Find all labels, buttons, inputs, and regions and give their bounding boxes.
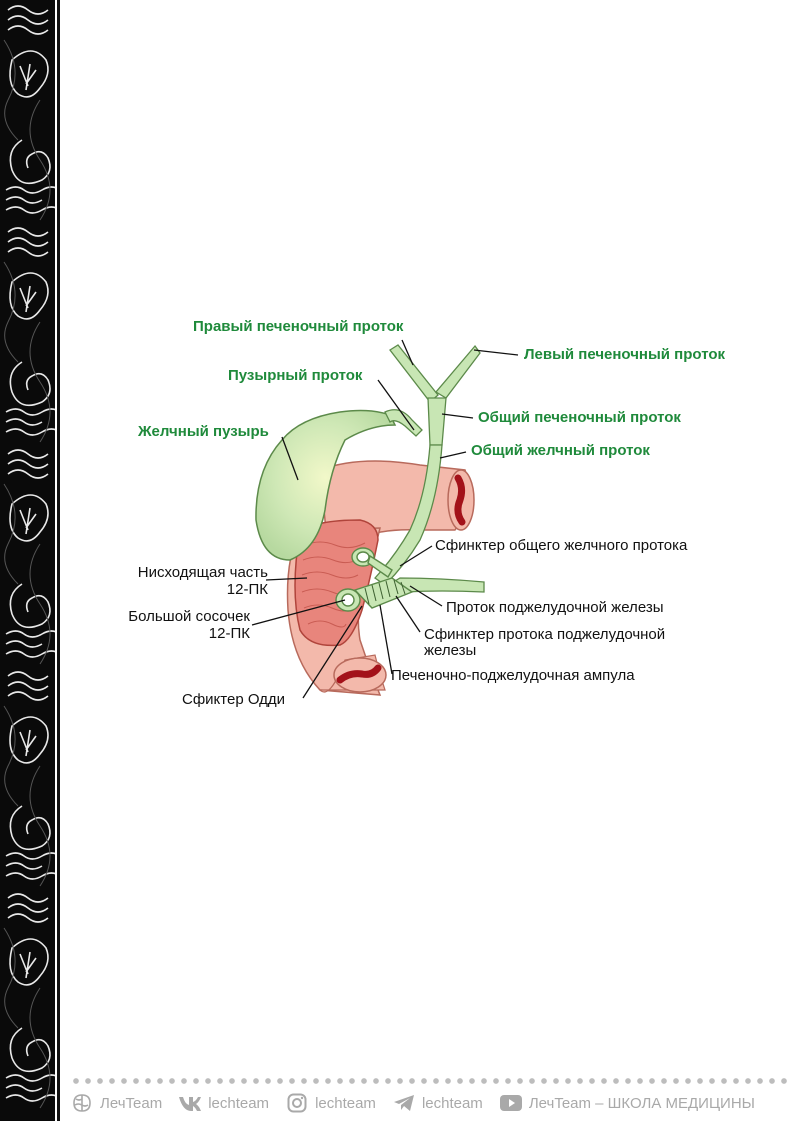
anatomy-pattern-icon	[3, 5, 61, 1109]
label-papilla-line1: Большой сосочек	[128, 608, 250, 625]
youtube-icon[interactable]	[499, 1092, 523, 1114]
footer-telegram[interactable]: lechteam	[421, 1094, 483, 1112]
label-descending-duodenum: Нисходящая часть 12-ПК	[102, 564, 268, 598]
footer-vk[interactable]: lechteam	[208, 1094, 270, 1112]
strip-border-inner	[57, 0, 60, 1121]
label-cbd-sphincter: Сфинктер общего желчного протока	[435, 537, 688, 554]
label-gallbladder: Желчный пузырь	[138, 423, 269, 440]
footer-brand[interactable]: ЛечTeam	[100, 1094, 163, 1112]
footer-social-bar: ЛечTeam lechteam lechteam lechteam ЛечTe…	[70, 1090, 790, 1116]
label-pancreatic-duct: Проток поджелудочной железы	[446, 599, 664, 616]
label-papilla-line2: 12-ПК	[208, 625, 250, 642]
label-pancreatic-sphincter-line1: Сфинктер протока поджелудочной	[424, 626, 666, 643]
label-right-hepatic-duct: Правый печеночный проток	[193, 318, 404, 335]
footer-dotted-divider	[70, 1078, 788, 1084]
label-pancreatic-sphincter-line2: железы	[424, 642, 477, 659]
leader-lines	[251, 339, 519, 699]
label-cystic-duct: Пузырный проток	[228, 367, 363, 384]
footer-instagram[interactable]: lechteam	[315, 1094, 376, 1112]
label-common-hepatic-duct: Общий печеночный проток	[478, 409, 681, 426]
label-descending-line1: Нисходящая часть	[137, 564, 268, 581]
telegram-icon[interactable]	[392, 1092, 416, 1114]
sphincters	[335, 547, 414, 612]
gallbladder-shape	[255, 409, 397, 561]
label-left-hepatic-duct: Левый печеночный проток	[524, 346, 726, 363]
label-pancreatic-sphincter: Сфинктер протока поджелудочной железы	[424, 626, 665, 659]
decorative-side-strip	[0, 0, 62, 1121]
label-descending-line2: 12-ПК	[226, 581, 268, 598]
label-common-bile-duct: Общий желчный проток	[471, 442, 650, 459]
vk-icon[interactable]	[178, 1092, 202, 1114]
label-major-papilla: Большой сосочек 12-ПК	[100, 608, 250, 642]
brain-logo-icon	[70, 1092, 94, 1114]
footer-youtube[interactable]: ЛечTeam – ШКОЛА МЕДИЦИНЫ	[528, 1094, 755, 1112]
label-oddi-sphincter: Сфиктер Одди	[182, 691, 286, 708]
instagram-icon[interactable]	[285, 1092, 309, 1114]
label-ampulla: Печеночно-поджелудочная ампула	[391, 667, 635, 684]
